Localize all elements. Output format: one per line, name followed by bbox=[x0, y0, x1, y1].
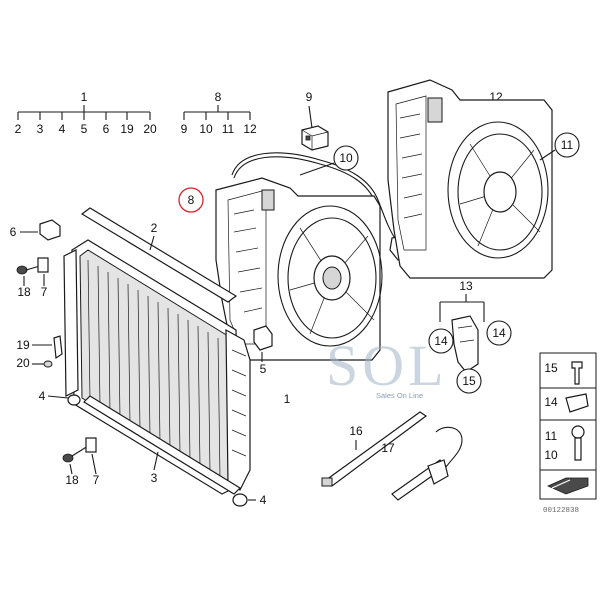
callout-1: 1 bbox=[284, 392, 291, 406]
group-1-bracket: 1 2 3 4 5 6 19 20 bbox=[15, 90, 157, 136]
group-1-item: 20 bbox=[143, 122, 157, 136]
group-8-item: 9 bbox=[181, 122, 188, 136]
sol-watermark-logo: SOL Sales On Line bbox=[326, 333, 448, 400]
legend-label-15: 15 bbox=[544, 361, 558, 375]
drawing-code: 00122838 bbox=[543, 507, 579, 515]
watermark-logo-text: SOL bbox=[326, 333, 448, 398]
group-8-item: 12 bbox=[243, 122, 257, 136]
relay-part-9: 9 bbox=[301, 90, 329, 151]
callout-11: 11 bbox=[561, 138, 574, 152]
fan-shroud-part-12: 12 11 bbox=[387, 79, 580, 279]
callout-15: 15 bbox=[462, 374, 476, 388]
group-1-item: 6 bbox=[103, 122, 110, 136]
callout-9: 9 bbox=[306, 90, 313, 104]
legend-label-14: 14 bbox=[544, 395, 558, 409]
callout-4a: 4 bbox=[39, 389, 46, 403]
group-8-item: 11 bbox=[222, 122, 235, 136]
group-8-item: 10 bbox=[199, 122, 213, 136]
group-1-item: 2 bbox=[15, 122, 22, 136]
group-8-bracket: 8 9 10 11 12 bbox=[181, 90, 257, 136]
group-1-item: 5 bbox=[81, 122, 88, 136]
clip-part-17: 17 bbox=[381, 426, 463, 501]
callout-14a: 14 bbox=[434, 334, 448, 348]
callout-16: 16 bbox=[349, 424, 363, 438]
callout-18a: 18 bbox=[17, 285, 31, 299]
callout-20: 20 bbox=[16, 356, 30, 370]
callout-6: 6 bbox=[10, 225, 17, 239]
group-1-item: 3 bbox=[37, 122, 44, 136]
callout-2: 2 bbox=[151, 221, 158, 235]
callout-7b: 7 bbox=[93, 473, 100, 487]
legend-label-10: 10 bbox=[544, 448, 558, 462]
callout-14b: 14 bbox=[492, 326, 506, 340]
callout-17: 17 bbox=[381, 441, 395, 455]
group-8-title: 8 bbox=[215, 90, 222, 104]
callout-3: 3 bbox=[151, 471, 158, 485]
callout-7a: 7 bbox=[41, 285, 48, 299]
callout-13: 13 bbox=[459, 279, 473, 293]
callout-4b: 4 bbox=[260, 493, 267, 507]
callout-8: 8 bbox=[188, 193, 195, 207]
group-1-title: 1 bbox=[81, 90, 88, 104]
callout-18b: 18 bbox=[65, 473, 79, 487]
callout-5: 5 bbox=[260, 362, 267, 376]
group-1-item: 4 bbox=[59, 122, 66, 136]
callout-circle-8 bbox=[178, 187, 204, 213]
bracket-group-13: 13 14 14 15 bbox=[428, 279, 512, 394]
legend-label-11: 11 bbox=[545, 429, 558, 443]
cable-tie-part-16: 16 bbox=[321, 411, 428, 487]
group-1-item: 19 bbox=[120, 122, 134, 136]
fastener-legend: 15 14 11 10 bbox=[539, 352, 597, 500]
small-parts-left: 6 18 7 19 20 4 18 7 5 bbox=[10, 219, 273, 507]
callout-19: 19 bbox=[16, 338, 30, 352]
callout-10: 10 bbox=[339, 151, 353, 165]
radiator-part-1: 2 3 1 bbox=[63, 207, 291, 495]
watermark-tagline: Sales On Line bbox=[376, 391, 423, 400]
